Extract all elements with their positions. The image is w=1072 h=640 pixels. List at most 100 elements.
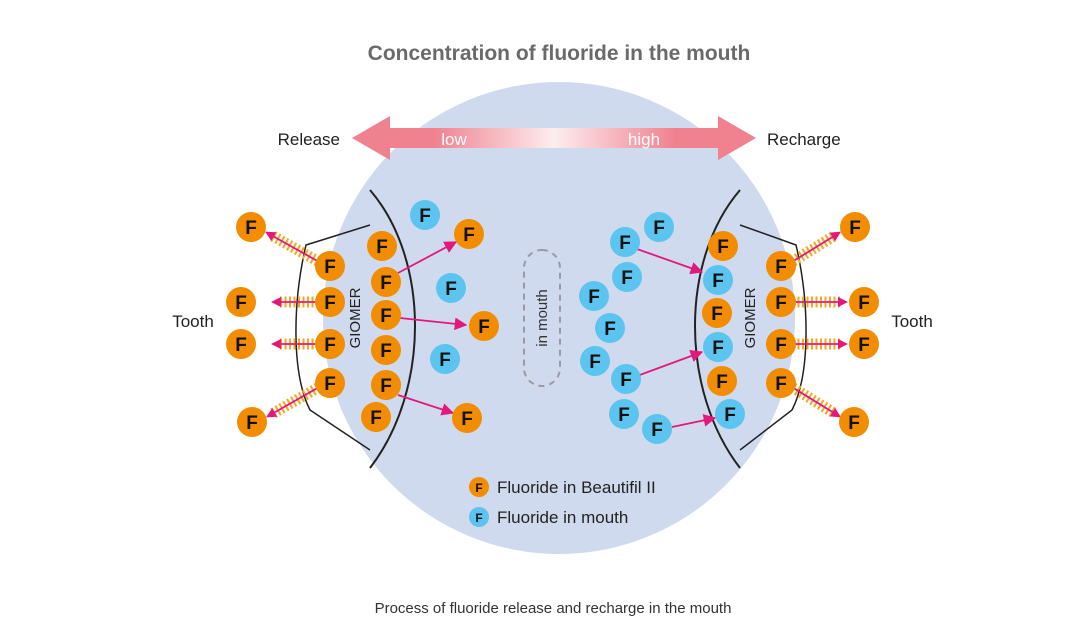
giomer-right-boundary-ion-38: F (766, 329, 796, 359)
giomer-right-boundary-ion-37-symbol: F (775, 293, 787, 314)
mouth-ion-21-circle (644, 212, 674, 242)
released-ion-17-symbol: F (461, 409, 473, 430)
tooth-right-ion-41: F (849, 287, 879, 317)
transfer-arrow-4 (790, 383, 841, 418)
tooth-left-ion-2-symbol: F (235, 293, 247, 314)
recharged-ion-35-symbol: F (724, 405, 736, 426)
mouth-ion-29: F (642, 414, 672, 444)
giomer-right-ion-32: F (702, 298, 732, 328)
mouth-ion-19-circle (436, 273, 466, 303)
transfer-arrow-3 (793, 338, 848, 350)
mouth-ion-18-circle (410, 200, 440, 230)
mouth-ion-19-symbol: F (445, 279, 457, 300)
mouth-ion-25-symbol: F (604, 319, 616, 340)
release-arrow-3 (271, 338, 318, 350)
recharged-ion-33: F (703, 332, 733, 362)
recharge-arrow-1 (636, 248, 704, 275)
mouth-ion-24-circle (579, 281, 609, 311)
mouth-ion-26-circle (580, 346, 610, 376)
left-tooth-label: Tooth (172, 312, 214, 331)
giomer-right-boundary-ion-38-symbol: F (775, 335, 787, 356)
mouth-ion-22-circle (610, 227, 640, 257)
mouth-ion-27-circle (611, 364, 641, 394)
tooth-left-ion-4-circle (237, 407, 267, 437)
giomer-right-ion-30: F (708, 231, 738, 261)
giomer-left-ion-14-symbol: F (370, 408, 382, 429)
legend-blue-symbol: F (475, 511, 482, 525)
giomer-left-ion-9-circle (367, 231, 397, 261)
tooth-left-ion-4-symbol: F (246, 413, 258, 434)
giomer-left-boundary-ion-6: F (315, 287, 345, 317)
release-arrow-2 (271, 296, 318, 308)
legend-orange-label: Fluoride in Beautifil II (497, 478, 656, 497)
tooth-right-ion-40-symbol: F (849, 218, 861, 239)
transfer-arrow-1 (790, 231, 841, 266)
mouth-ion-20-symbol: F (439, 350, 451, 371)
giomer-left-boundary-ion-6-circle (315, 287, 345, 317)
tooth-right-ion-42: F (849, 329, 879, 359)
giomer-left-ion-13: F (371, 370, 401, 400)
giomer-left-ion-13-circle (371, 370, 401, 400)
tooth-right-ion-41-circle (849, 287, 879, 317)
mouth-ion-29-symbol: F (651, 420, 663, 441)
gradient-high-label: high (628, 130, 660, 149)
giomer-right-boundary-ion-36-circle (766, 251, 796, 281)
giomer-right-boundary-ion-39-symbol: F (775, 374, 787, 395)
giomer-right-ion-32-circle (702, 298, 732, 328)
giomer-left-boundary-ion-8-symbol: F (324, 374, 336, 395)
giomer-left-ion-14: F (361, 402, 391, 432)
tooth-right-ion-41-symbol: F (858, 293, 870, 314)
recharged-ion-33-circle (703, 332, 733, 362)
legend-blue-label: Fluoride in mouth (497, 508, 628, 527)
legend-orange-swatch (469, 477, 489, 497)
mouth-ion-18-symbol: F (419, 206, 431, 227)
giomer-left-ion-9-symbol: F (376, 237, 388, 258)
giomer-right-ion-34: F (707, 366, 737, 396)
giomer-left-ion-14-circle (361, 402, 391, 432)
recharged-ion-33-symbol: F (712, 338, 724, 359)
left-giomer-label: GIOMER (347, 287, 364, 348)
recharged-ion-35: F (715, 399, 745, 429)
recharge-arrow-2 (636, 350, 704, 377)
release-mouth-arrow-2 (399, 317, 468, 331)
fluoride-ions: FFFFFFFFFFFFFFFFFFFFFFFFFFFFFFFFFFFFFFFF… (226, 200, 879, 444)
right-giomer-label: GIOMER (742, 287, 759, 348)
mouth-ion-24-symbol: F (588, 287, 600, 308)
legend: F Fluoride in Beautifil II F Fluoride in… (469, 477, 656, 527)
giomer-right-ion-30-circle (708, 231, 738, 261)
right-giomer-outline (694, 189, 741, 469)
release-mouth-arrow-3 (397, 394, 455, 416)
tooth-left-ion-1: F (236, 212, 266, 242)
giomer-left-ion-11: F (371, 300, 401, 330)
tooth-left-ion-3: F (226, 329, 256, 359)
giomer-left-ion-12-circle (371, 335, 401, 365)
mouth-ion-27-symbol: F (620, 370, 632, 391)
giomer-right-boundary-ion-38-circle (766, 329, 796, 359)
giomer-left-boundary-ion-5: F (315, 251, 345, 281)
legend-orange-symbol: F (475, 481, 482, 495)
giomer-left-boundary-ion-7-circle (315, 329, 345, 359)
mouth-ion-22-symbol: F (619, 233, 631, 254)
mouth-ion-23-circle (612, 262, 642, 292)
diagram-caption: Process of fluoride release and recharge… (374, 600, 732, 617)
mouth-ion-26: F (580, 346, 610, 376)
giomer-right-boundary-ion-37: F (766, 287, 796, 317)
tooth-right-ion-43-circle (839, 407, 869, 437)
mouth-ion-21: F (644, 212, 674, 242)
released-ion-16: F (469, 311, 499, 341)
giomer-left-boundary-ion-6-symbol: F (324, 293, 336, 314)
mouth-ion-25-circle (595, 313, 625, 343)
giomer-left-boundary-ion-8-circle (315, 368, 345, 398)
mouth-ion-20-circle (430, 344, 460, 374)
tooth-left-ion-2: F (226, 287, 256, 317)
released-ion-15-circle (454, 219, 484, 249)
tooth-left-ion-4: F (237, 407, 267, 437)
released-ion-15-symbol: F (463, 225, 475, 246)
left-giomer-outline (369, 189, 416, 469)
mouth-ion-25: F (595, 313, 625, 343)
giomer-left-ion-9: F (367, 231, 397, 261)
in-mouth-label: in mouth (534, 289, 551, 347)
giomer-left-ion-12: F (371, 335, 401, 365)
release-mouth-arrow-1 (397, 241, 458, 274)
